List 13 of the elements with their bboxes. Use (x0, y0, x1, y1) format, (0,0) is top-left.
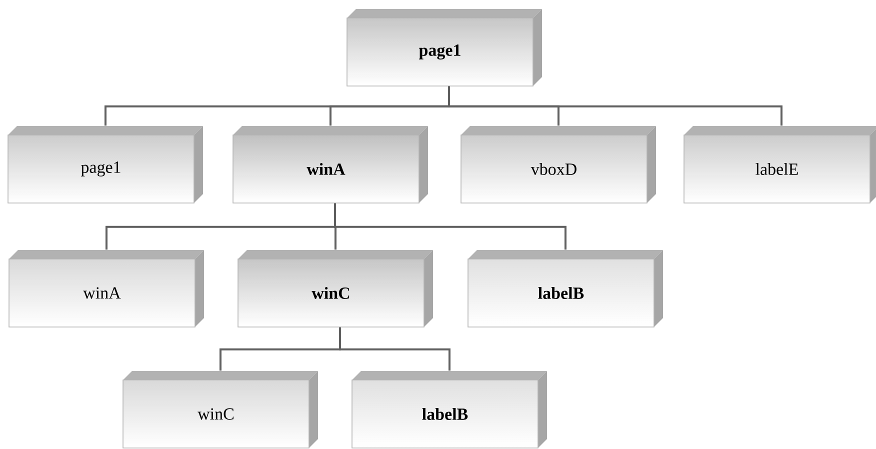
block-box: winC (122, 370, 318, 448)
connector-line (339, 327, 450, 371)
block-box: labelB (352, 370, 547, 448)
block-box: winA (8, 250, 204, 328)
block-box: page1 (8, 126, 203, 204)
connector-line (334, 203, 566, 250)
block-box: page1 (346, 9, 542, 86)
block-box: labelE (684, 126, 876, 204)
block-box: winC (238, 250, 433, 328)
block-box: vboxD (460, 126, 656, 204)
connector-line (448, 86, 782, 126)
block-box: labelB (468, 250, 663, 328)
block-box: winA (232, 126, 428, 204)
